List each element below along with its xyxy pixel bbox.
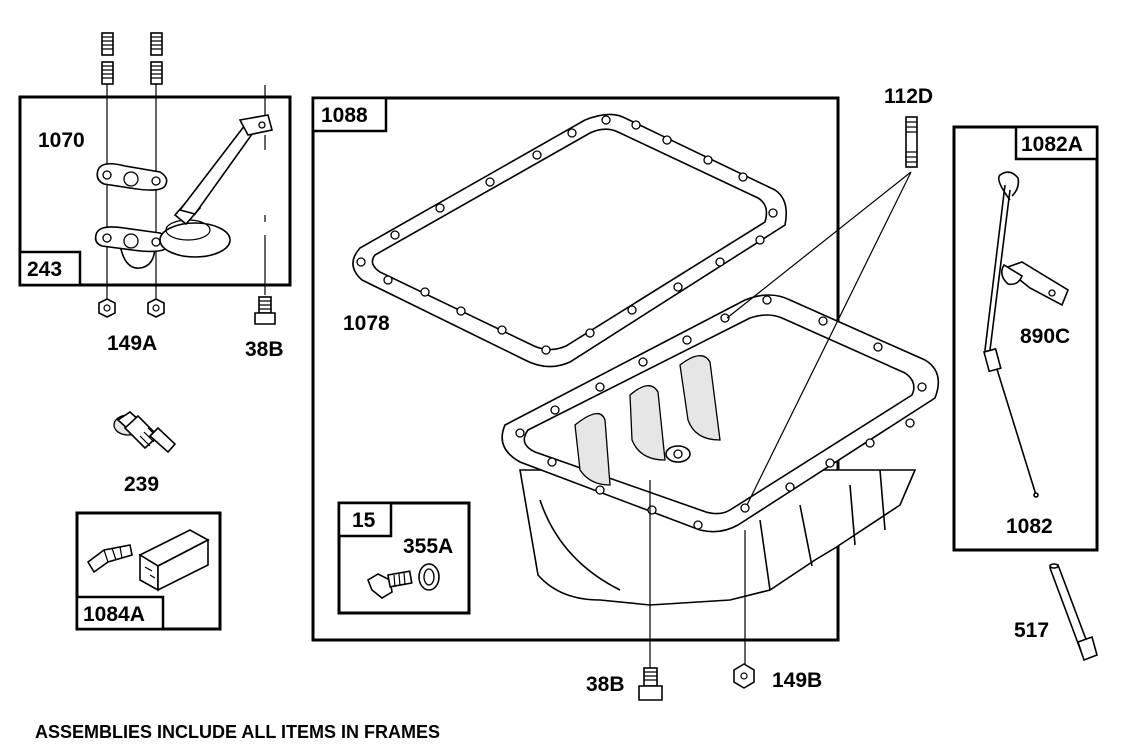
frame-1082A-tag: 1082A	[1021, 133, 1083, 156]
label-890C: 890C	[1020, 325, 1070, 348]
frame-1088-tag: 1088	[321, 104, 368, 127]
screw-38B-bottom	[638, 667, 663, 701]
label-112D: 112D	[884, 85, 933, 108]
nut-149A-right	[147, 298, 165, 318]
frame-243-tag: 243	[27, 258, 62, 281]
connector-housing	[138, 529, 210, 592]
gasket-1078	[352, 113, 788, 368]
oil-fill-adapter	[94, 85, 273, 295]
label-38B-top: 38B	[245, 338, 284, 361]
frame-1082A: 1082A	[952, 125, 1099, 552]
footer-note: ASSEMBLIES INCLUDE ALL ITEMS IN FRAMES	[35, 722, 440, 742]
stud-left	[101, 32, 114, 300]
pan-bolt-holes	[515, 295, 927, 530]
label-355A: 355A	[403, 535, 453, 558]
stud-right	[150, 32, 163, 300]
oil-sensor-239	[113, 410, 177, 454]
gasket-1070	[96, 162, 168, 191]
drain-plug	[367, 570, 413, 599]
frame-15: 15	[337, 501, 471, 615]
screw-38B-top	[254, 296, 276, 325]
label-149B: 149B	[772, 669, 822, 692]
dipstick-1082	[983, 171, 1039, 498]
frame-1088: 1088	[311, 96, 840, 642]
label-149A: 149A	[107, 332, 157, 355]
label-1070: 1070	[38, 129, 85, 152]
label-239: 239	[124, 473, 159, 496]
stud-112D	[726, 116, 918, 506]
nut-149B	[733, 663, 755, 689]
tube-517	[1048, 563, 1098, 662]
frame-1084A-tag: 1084A	[83, 603, 145, 626]
wire-terminal	[86, 544, 133, 574]
gasket-bolt-holes	[356, 115, 778, 355]
nut-149A-left	[98, 298, 116, 318]
frame-1084A: 1084A	[75, 511, 222, 631]
drain-washer	[418, 563, 440, 591]
clip-890C	[1000, 261, 1069, 307]
frame-15-tag: 15	[352, 509, 376, 532]
label-517: 517	[1014, 619, 1049, 642]
label-38B-bottom: 38B	[586, 673, 625, 696]
frame-243: 243	[18, 95, 292, 287]
label-1082: 1082	[1006, 515, 1053, 538]
label-1078: 1078	[343, 312, 390, 335]
